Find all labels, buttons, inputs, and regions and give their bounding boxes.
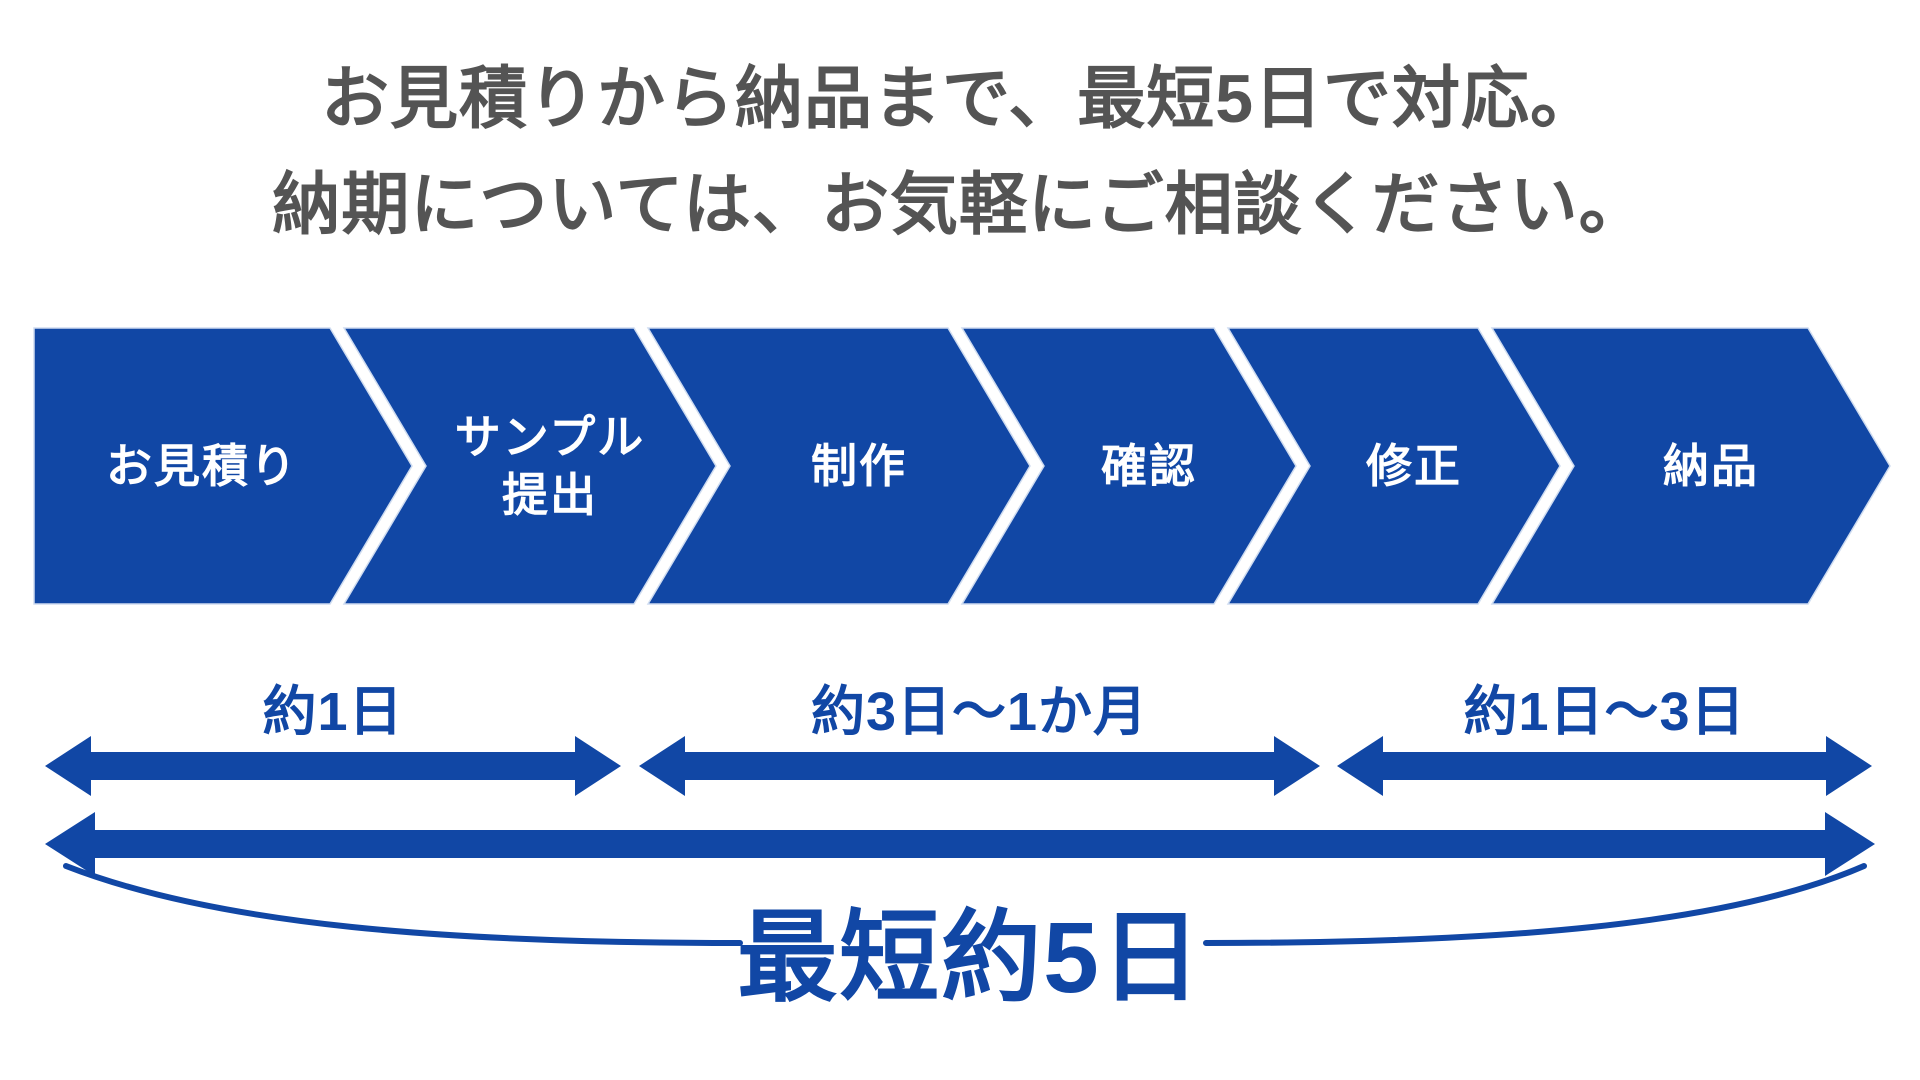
duration-label-1: 約1日 [262,682,404,742]
total-brace-curve-right [1203,863,1867,946]
page-title: お見積りから納品まで、最短5日で対応。 納期については、お気軽にご相談ください。 [45,46,1875,258]
process-step-label-delivery: 納品 [1574,328,1848,604]
step-label-line-2: 提出 [502,469,598,521]
process-step-label-sample: サンプル 提出 [426,328,674,604]
process-step-chevron-2 [342,327,717,605]
total-duration-label: 最短約5日 [737,901,1203,1014]
title-line-1: お見積りから納品まで、最短5日で対応。 [320,61,1600,137]
duration-arrow-1 [45,736,621,796]
title-line-2: 納期については、お気軽にご相談ください。 [272,167,1648,243]
process-step-label-production: 制作 [730,328,988,604]
total-brace-curve-left [63,863,743,946]
process-step-chevron-6 [1490,327,1891,605]
step-label-line: 確認 [1101,440,1197,492]
process-step-chevron-3 [646,327,1031,605]
total-span-arrow [45,812,1875,876]
step-label-line: 制作 [811,440,907,492]
step-label-line: 納品 [1663,440,1759,492]
process-step-label-quote: お見積り [34,328,370,604]
step-label-line: 修正 [1366,440,1462,492]
step-label-line: お見積り [106,440,298,492]
process-step-chevron-1 [33,327,413,605]
process-step-chevron-5 [1226,327,1561,605]
process-step-chevron-4 [960,327,1297,605]
process-step-label-check: 確認 [1044,328,1254,604]
duration-arrow-3 [1337,736,1872,796]
process-step-label-revision: 修正 [1310,328,1518,604]
step-label-line: サンプル [454,411,646,463]
duration-label-3: 約1日～3日 [1463,682,1746,742]
duration-label-2: 約3日～1か月 [810,682,1149,742]
duration-arrow-2 [639,736,1320,796]
